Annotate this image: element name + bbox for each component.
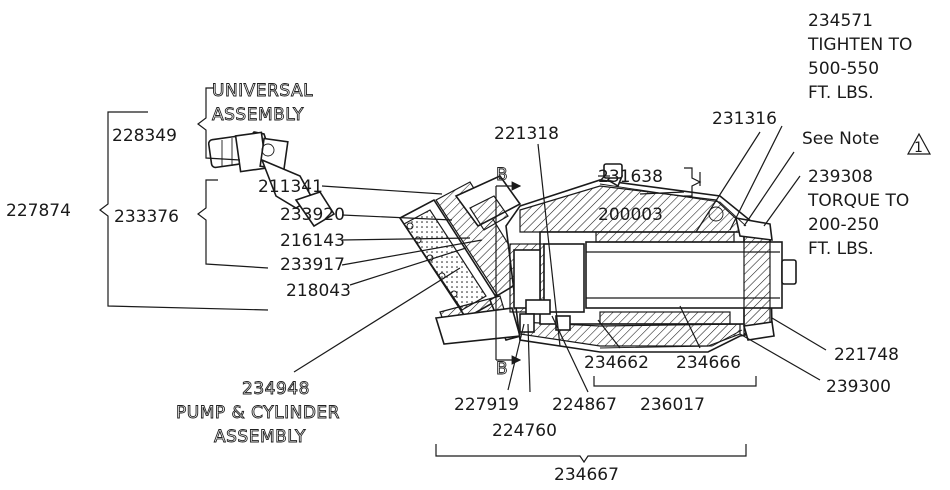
label-tighten-3: FT. LBS. bbox=[808, 83, 874, 103]
label-section-b-bottom: B bbox=[496, 359, 508, 379]
label-236017: 236017 bbox=[640, 395, 705, 415]
leader-239300 bbox=[739, 333, 821, 381]
label-234571: 234571 bbox=[808, 11, 873, 31]
bracket-227874 bbox=[99, 111, 269, 311]
label-200003: 200003 bbox=[598, 205, 663, 225]
part-labels: 228349 UNIVERSAL ASSEMBLY 211341 227874 … bbox=[6, 11, 923, 485]
cylinder-housing-drawing bbox=[505, 163, 797, 353]
label-universal-1: UNIVERSAL bbox=[212, 81, 313, 101]
label-234662: 234662 bbox=[584, 353, 649, 373]
label-234948: 234948 bbox=[242, 379, 310, 399]
label-211341: 211341 bbox=[258, 177, 323, 197]
label-239308: 239308 bbox=[808, 167, 873, 187]
label-221318: 221318 bbox=[494, 124, 559, 144]
bracket-234667 bbox=[435, 444, 747, 464]
leader-200003 bbox=[639, 191, 685, 195]
leader-218043 bbox=[349, 247, 467, 286]
label-tighten-2: 500-550 bbox=[808, 59, 879, 79]
leader-234948 bbox=[293, 267, 461, 373]
leader-224867 bbox=[551, 315, 589, 393]
label-224867: 224867 bbox=[552, 395, 617, 415]
section-b-markers bbox=[495, 181, 522, 365]
label-234667: 234667 bbox=[554, 465, 619, 485]
label-tighten-1: TIGHTEN TO bbox=[807, 35, 912, 55]
label-239300: 239300 bbox=[826, 377, 891, 397]
leader-234571 bbox=[695, 131, 761, 233]
label-233376: 233376 bbox=[114, 207, 179, 227]
mechanical-drawing bbox=[207, 131, 797, 353]
label-231638: 231638 bbox=[598, 167, 663, 187]
leader-239308 bbox=[763, 175, 801, 227]
label-218043: 218043 bbox=[286, 281, 351, 301]
label-pump-2: ASSEMBLY bbox=[214, 427, 306, 447]
label-torque-2: 200-250 bbox=[808, 215, 879, 235]
bracket-233376 bbox=[197, 179, 269, 269]
leader-233920 bbox=[341, 214, 453, 221]
label-228349: 228349 bbox=[112, 126, 177, 146]
label-216143: 216143 bbox=[280, 231, 345, 251]
label-233920: 233920 bbox=[280, 205, 345, 225]
brackets-and-leaders bbox=[99, 87, 932, 464]
label-221748: 221748 bbox=[834, 345, 899, 365]
label-universal-2: ASSEMBLY bbox=[212, 105, 304, 125]
note-triangle-icon bbox=[906, 132, 932, 155]
label-torque-3: FT. LBS. bbox=[808, 239, 874, 259]
leader-221318 bbox=[537, 143, 561, 347]
leader-224760 bbox=[527, 323, 531, 393]
leader-221748 bbox=[771, 317, 827, 351]
leader-216143 bbox=[341, 237, 471, 241]
leader-231316 bbox=[729, 125, 783, 231]
leader-see-note bbox=[743, 151, 795, 227]
universal-joint-drawing bbox=[207, 131, 336, 228]
leader-233917 bbox=[341, 239, 483, 266]
leader-234662 bbox=[597, 319, 621, 349]
label-227874: 227874 bbox=[6, 201, 71, 221]
label-227919: 227919 bbox=[454, 395, 519, 415]
label-torque-1: TORQUE TO bbox=[807, 191, 909, 211]
label-section-b-top: B bbox=[496, 165, 508, 185]
leader-211341 bbox=[321, 185, 443, 195]
label-pump-1: PUMP & CYLINDER bbox=[176, 403, 340, 423]
label-note-number: 1 bbox=[914, 140, 923, 156]
label-234666: 234666 bbox=[676, 353, 741, 373]
label-224760: 224760 bbox=[492, 421, 557, 441]
bracket-236017 bbox=[593, 376, 757, 387]
leader-234666 bbox=[679, 305, 701, 349]
label-231316: 231316 bbox=[712, 109, 777, 129]
bracket-228349 bbox=[197, 87, 241, 161]
label-233917: 233917 bbox=[280, 255, 345, 275]
label-see-note: See Note bbox=[802, 129, 879, 149]
